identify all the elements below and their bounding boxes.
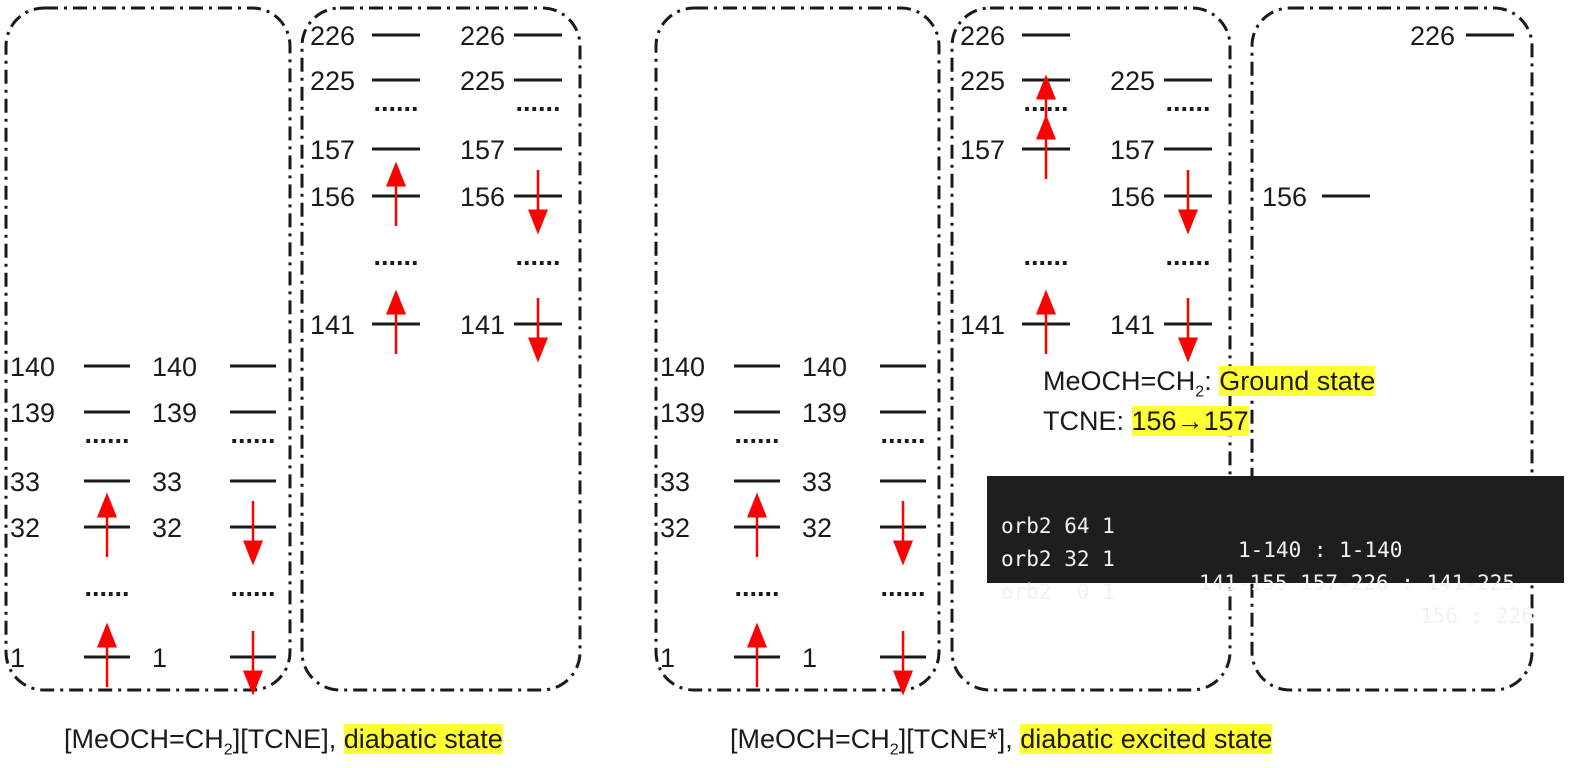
orbital-label: 156: [1110, 182, 1155, 212]
orbital-label: 141: [310, 310, 355, 340]
terminal-line: orb2 64 1 1-140 : 1-140: [1001, 490, 1402, 586]
ellipsis-gap: ......: [734, 419, 779, 449]
orbital-label: 141: [1110, 310, 1155, 340]
orbital-label: 32: [802, 513, 832, 543]
note-colon: :: [1204, 366, 1220, 396]
orbital-label: 141: [960, 310, 1005, 340]
caption-right-sub: 2: [889, 741, 899, 759]
terminal-line-left: orb2 32 1: [1001, 547, 1115, 571]
orbital-label: 225: [960, 66, 1005, 96]
orbital-label: 33: [152, 467, 182, 497]
ellipsis-gap: ......: [734, 572, 779, 602]
terminal-line-right: 1-140 : 1-140: [1238, 538, 1403, 562]
orbital-label: 32: [660, 513, 690, 543]
orbital-label: 157: [960, 135, 1005, 165]
ellipsis-gap: ......: [1023, 241, 1068, 271]
ellipsis-gap: ......: [230, 572, 275, 602]
caption-diabatic-state: [MeOCH=CH2][TCNE], diabatic state: [64, 724, 503, 759]
panel-frame-4: [950, 6, 1232, 692]
orbital-label: 33: [802, 467, 832, 497]
note-subscript: 2: [1195, 383, 1205, 401]
orbital-label: 1: [660, 643, 675, 673]
ellipsis-gap: ......: [1165, 241, 1210, 271]
caption-diabatic-excited-state: [MeOCH=CH2][TCNE*], diabatic excited sta…: [730, 724, 1273, 759]
note-tcne-prefix: TCNE:: [1043, 406, 1132, 436]
orbital-label: 139: [10, 398, 55, 428]
transition-highlight: 156→157: [1131, 406, 1249, 436]
terminal-output: orb2 64 1 1-140 : 1-140 orb2 32 1 141-15…: [987, 476, 1564, 628]
panel-frame-3: [654, 6, 941, 692]
orbital-label: 140: [152, 352, 197, 382]
ellipsis-gap: ......: [84, 572, 129, 602]
ellipsis-gap: ......: [373, 241, 418, 271]
ellipsis-gap: ......: [515, 241, 560, 271]
orbital-label: 140: [660, 352, 705, 382]
terminal-line-right: 141-155 157-226 : 141-225: [1199, 571, 1516, 595]
orbital-label: 157: [460, 135, 505, 165]
terminal-line: orb2 32 1 141-155 157-226 : 141-225: [1001, 523, 1515, 619]
terminal-line-left: orb2 0 1: [1001, 580, 1115, 604]
orbital-label: 156: [460, 182, 505, 212]
orbital-label: 32: [10, 513, 40, 543]
note-prefix: MeOCH=CH: [1043, 366, 1196, 396]
orbital-label: 139: [152, 398, 197, 428]
orbital-label: 1: [152, 643, 167, 673]
orbital-label: 141: [460, 310, 505, 340]
panel-frame-1: [4, 6, 292, 692]
caption-right-suffix: ][TCNE*],: [898, 724, 1021, 754]
orbital-label: 226: [460, 21, 505, 51]
orbital-label: 33: [660, 467, 690, 497]
ellipsis-gap: ......: [880, 572, 925, 602]
ellipsis-gap: ......: [230, 419, 275, 449]
panel-frame-2: [300, 6, 582, 692]
orbital-label: 140: [10, 352, 55, 382]
ellipsis-gap: ......: [84, 419, 129, 449]
orbital-label: 226: [310, 21, 355, 51]
orbital-label: 139: [802, 398, 847, 428]
caption-left-highlight: diabatic state: [343, 724, 503, 754]
orbital-label: 225: [310, 66, 355, 96]
orbital-label: 156: [310, 182, 355, 212]
orbital-label: 225: [460, 66, 505, 96]
orbital-label: 157: [310, 135, 355, 165]
caption-left-prefix: [MeOCH=CH: [64, 724, 224, 754]
orbital-label: 226: [1410, 21, 1455, 51]
ellipsis-gap: ......: [1165, 87, 1210, 117]
state-note-line-1: MeOCH=CH2: Ground state: [1043, 366, 1376, 401]
terminal-line-left: orb2 64 1: [1001, 514, 1115, 538]
ellipsis-gap: ......: [515, 87, 560, 117]
orbital-label: 1: [10, 643, 25, 673]
orbital-label: 1: [802, 643, 817, 673]
orbital-label: 226: [960, 21, 1005, 51]
orbital-label: 33: [10, 467, 40, 497]
orbital-label: 225: [1110, 66, 1155, 96]
ellipsis-gap: ......: [880, 419, 925, 449]
orbital-label: 32: [152, 513, 182, 543]
orbital-label: 156: [1262, 182, 1307, 212]
terminal-line-right: 156 : 226: [1420, 604, 1534, 628]
state-note-line-2: TCNE: 156→157: [1043, 406, 1249, 437]
ellipsis-gap: ......: [373, 87, 418, 117]
caption-left-suffix: ][TCNE],: [232, 724, 344, 754]
ground-state-highlight: Ground state: [1219, 366, 1376, 396]
orbital-label: 157: [1110, 135, 1155, 165]
caption-right-highlight: diabatic excited state: [1020, 724, 1273, 754]
terminal-line: orb2 0 1 156 : 226: [1001, 556, 1534, 652]
orbital-label: 140: [802, 352, 847, 382]
caption-left-sub: 2: [223, 741, 233, 759]
orbital-label: 139: [660, 398, 705, 428]
caption-right-prefix: [MeOCH=CH: [730, 724, 890, 754]
